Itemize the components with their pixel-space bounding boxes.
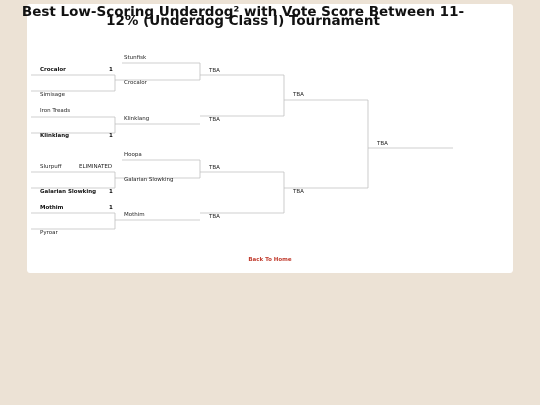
round2-slot-4: TBA	[209, 214, 220, 220]
team-hoopa[interactable]: Hoopa	[124, 152, 142, 158]
seed-mothim: 1	[109, 205, 113, 211]
page-title: Best Low-Scoring Underdog² with Vote Sco…	[21, 4, 465, 29]
team-mothim[interactable]: Mothim	[40, 205, 64, 211]
slot-klinklang[interactable]: Klinklang	[124, 116, 150, 122]
team-pyroar[interactable]: Pyroar	[40, 230, 58, 236]
team-klinklang[interactable]: Klinklang	[40, 133, 70, 139]
slot-mothim[interactable]: Mothim	[124, 212, 145, 218]
round2-slot-2: TBA	[209, 117, 220, 123]
eliminated-badge: ELIMINATED	[79, 164, 113, 170]
team-stunfisk[interactable]: Stunfisk	[124, 55, 147, 61]
team-iron-treads[interactable]: Iron Treads	[40, 108, 71, 114]
team-slurpuff[interactable]: Slurpuff	[40, 164, 62, 170]
round3-slot-1: TBA	[293, 92, 304, 98]
final-slot: TBA	[377, 141, 388, 147]
tournament-card	[27, 4, 513, 273]
seed-galarian-slowking: 1	[109, 189, 113, 195]
slot-galarian-slowking[interactable]: Galarian Slowking	[124, 177, 174, 183]
round2-slot-3: TBA	[209, 165, 220, 171]
team-simisage[interactable]: Simisage	[40, 92, 66, 98]
round2-slot-1: TBA	[209, 68, 220, 74]
slot-crocalor[interactable]: Crocalor	[124, 80, 147, 86]
seed-klinklang: 1	[109, 133, 113, 139]
back-to-home-link[interactable]: Back To Home	[248, 257, 292, 263]
team-crocalor[interactable]: Crocalor	[40, 67, 66, 73]
team-galarian-slowking[interactable]: Galarian Slowking	[40, 189, 97, 195]
round3-slot-2: TBA	[293, 189, 304, 195]
seed-crocalor: 1	[109, 67, 113, 73]
